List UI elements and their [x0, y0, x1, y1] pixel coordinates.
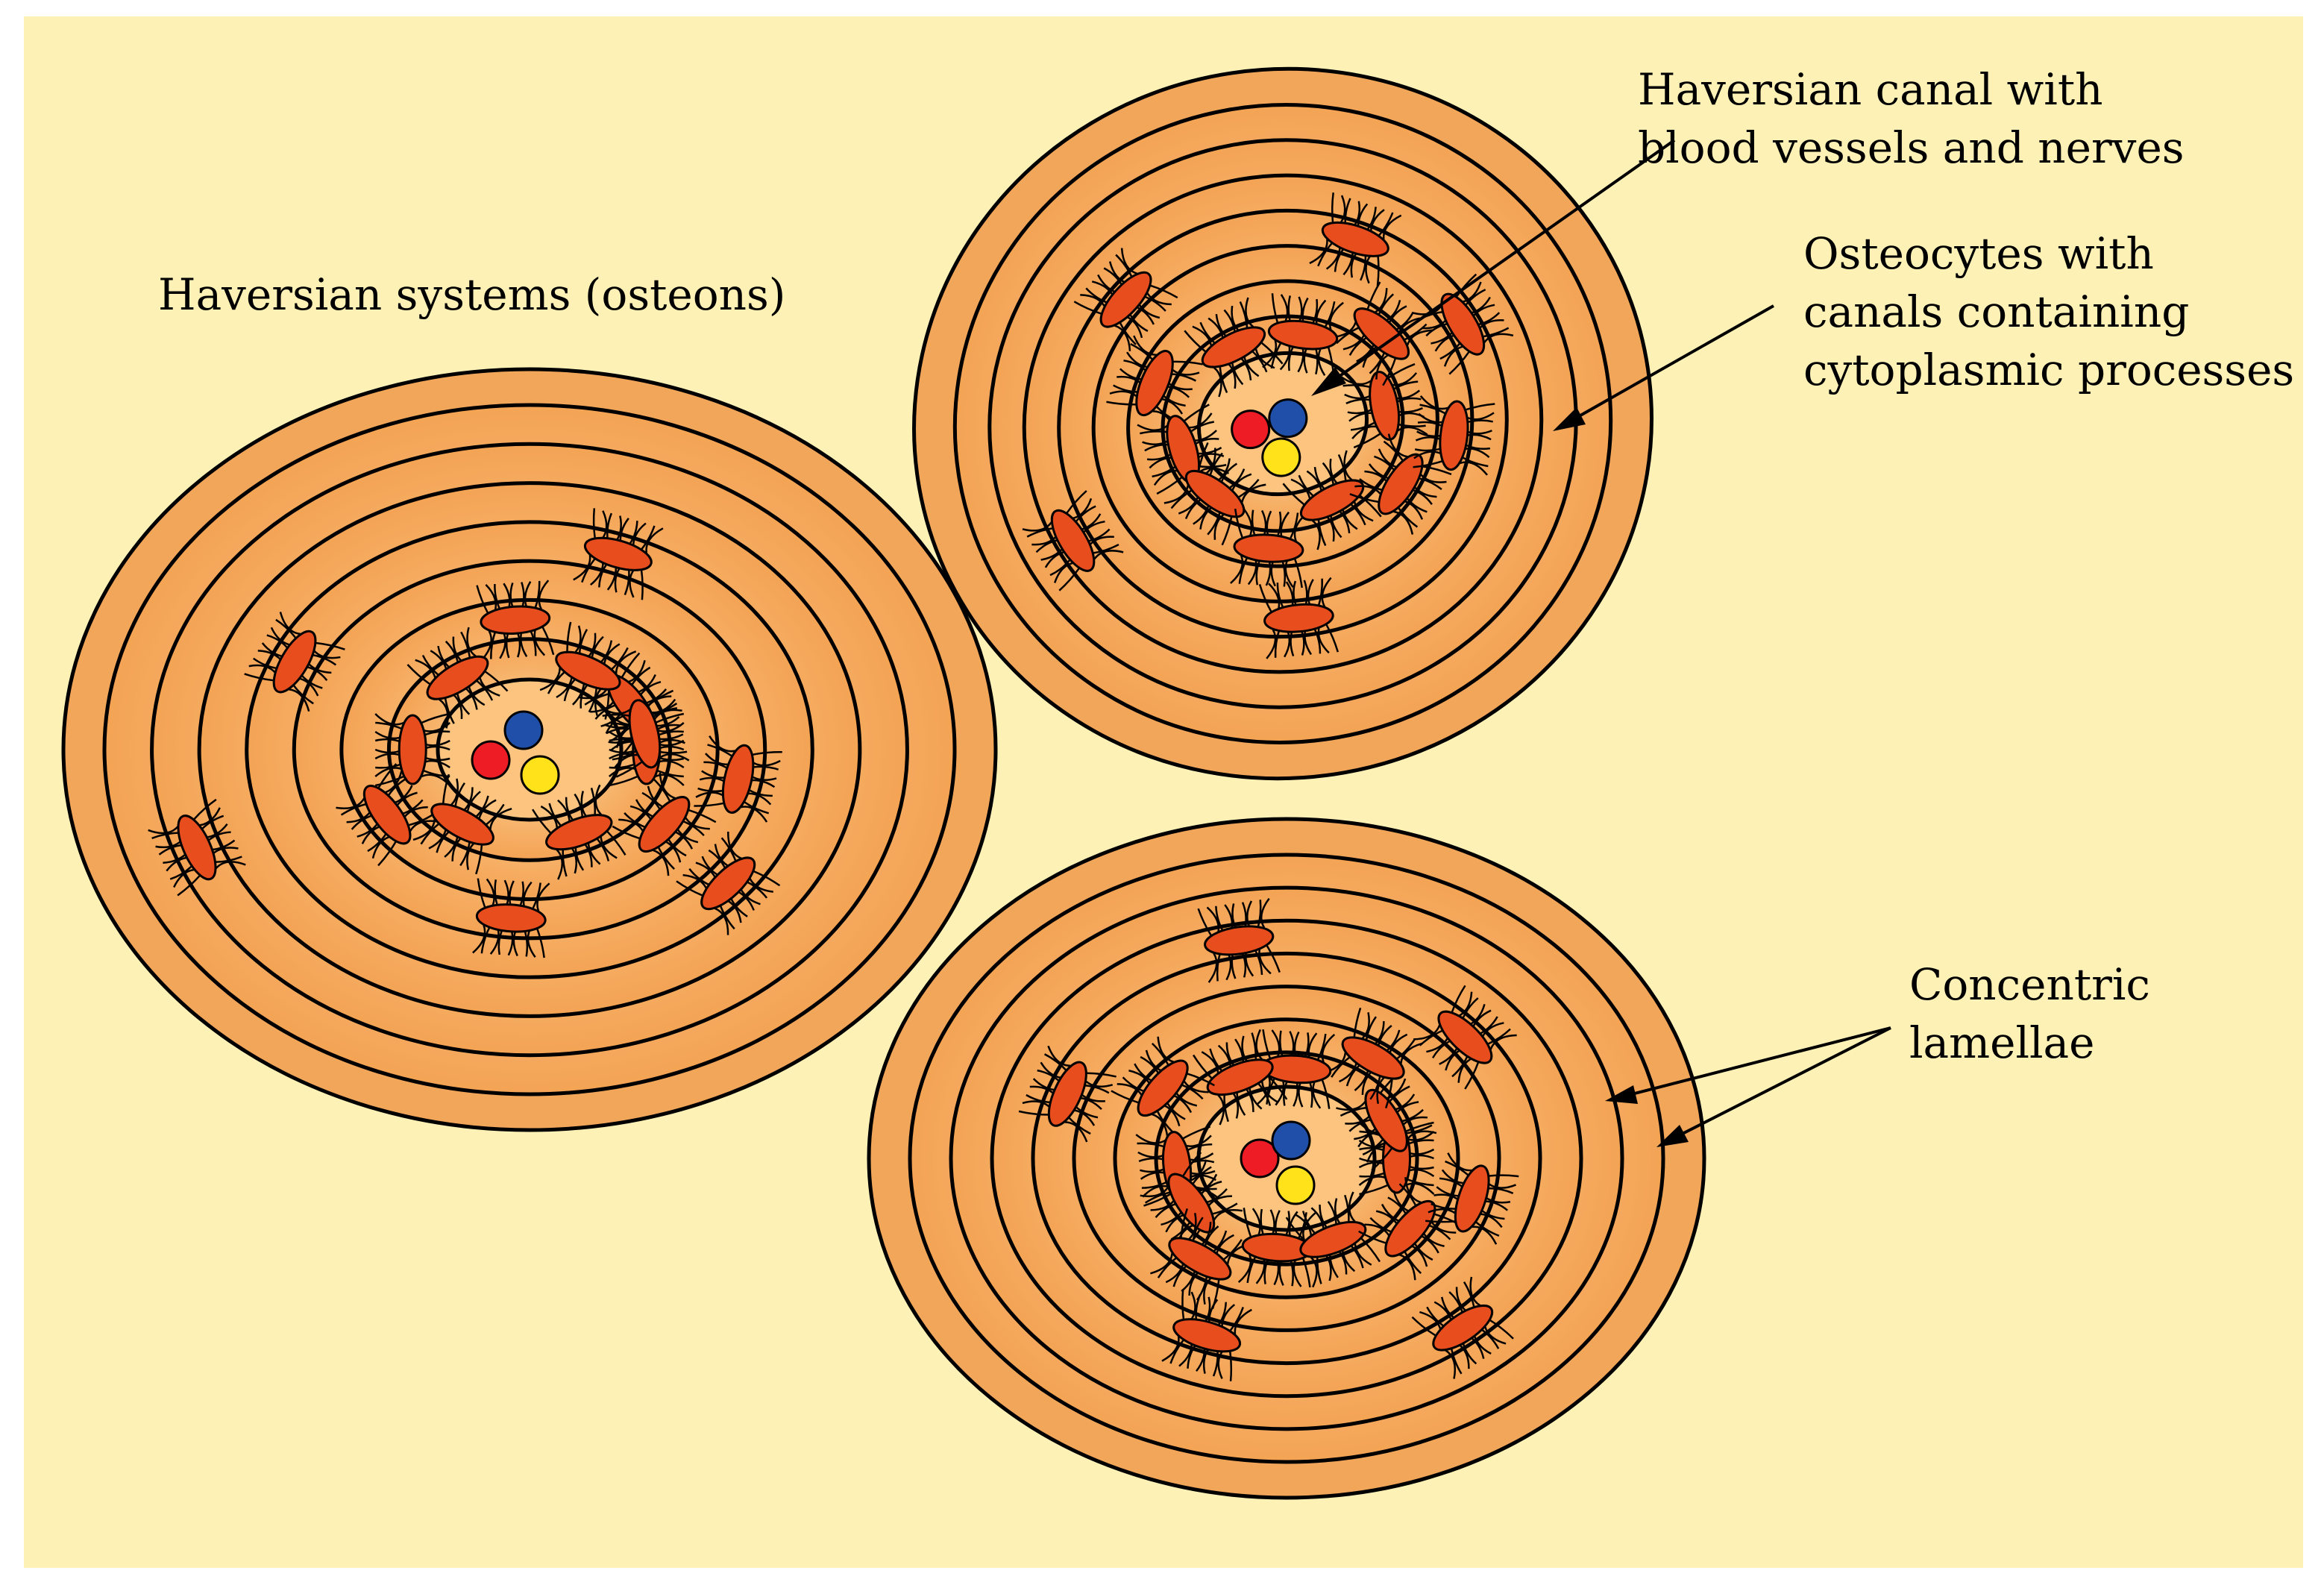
nerve-vessel	[1261, 437, 1301, 477]
osteocyte	[1309, 192, 1402, 286]
vein-vessel	[1268, 398, 1308, 439]
haversian-canal	[436, 677, 624, 822]
osteocyte	[1323, 1007, 1423, 1109]
osteocyte	[1285, 1191, 1381, 1288]
left-osteon	[61, 367, 998, 1132]
osteocyte	[1336, 1070, 1437, 1171]
artery-vessel	[471, 740, 511, 780]
osteocyte	[1258, 577, 1340, 659]
vein-vessel	[1271, 1120, 1311, 1161]
osteocytes-label-line-2: canals containing	[1803, 286, 2189, 337]
osteocyte	[148, 798, 246, 897]
canal-label-line-2: blood vessels and nerves	[1638, 122, 2185, 173]
diagram-title: Haversian systems (osteons)	[158, 269, 785, 320]
osteocyte	[1184, 297, 1284, 398]
lamellae-arrow-outer	[1667, 1026, 1891, 1143]
osteocyte	[1425, 1152, 1519, 1245]
osteocyte	[676, 831, 781, 935]
osteocyte	[336, 763, 439, 867]
osteocyte	[1192, 1029, 1288, 1126]
osteocyte	[476, 580, 555, 661]
upper-right-osteon	[912, 66, 1654, 781]
osteocytes-label-line-1: Osteocytes with	[1803, 228, 2154, 279]
lamellae-arrow-outer-head	[1656, 1125, 1689, 1147]
osteocyte	[406, 627, 509, 729]
canal-arrow	[1317, 139, 1676, 392]
osteocyte	[1237, 1208, 1316, 1288]
osteocyte	[694, 735, 782, 823]
osteocyte	[1330, 281, 1433, 386]
vein-vessel	[503, 710, 544, 750]
osteocyte	[573, 508, 664, 600]
osteocyte-arrow	[1563, 304, 1774, 427]
lamellae-label-line-2: lamellae	[1909, 1017, 2094, 1068]
osteocyte	[1197, 897, 1281, 983]
canal-arrow-head	[1311, 367, 1346, 396]
osteocyte	[1018, 1045, 1117, 1143]
osteocyte	[1163, 442, 1266, 546]
osteocyte-arrow-head	[1553, 407, 1586, 431]
osteocyte	[1349, 433, 1452, 535]
osteocyte	[374, 712, 451, 787]
osteocyte	[1412, 273, 1514, 375]
lamellae-arrow-inner	[1616, 1026, 1891, 1099]
nerve-vessel	[1275, 1165, 1316, 1205]
osteocyte	[1073, 248, 1178, 351]
lower-right-osteon	[867, 817, 1706, 1500]
osteocyte	[1411, 1276, 1514, 1379]
osteocyte	[244, 612, 345, 712]
osteocyte	[532, 784, 626, 880]
arrow-layer	[1311, 139, 1891, 1147]
osteocyte	[472, 878, 550, 958]
osteocyte	[1022, 490, 1124, 591]
osteocyte	[600, 689, 690, 778]
osteocytes-label-line-3: cytoplasmic processes	[1803, 345, 2294, 395]
artery-vessel	[1231, 409, 1271, 450]
lamellae-arrow-inner-head	[1605, 1085, 1638, 1104]
label-layer: Haversian systems (osteons) Haversian ca…	[158, 64, 2294, 1068]
osteocyte	[1111, 1036, 1215, 1140]
lamellae-label-line-1: Concentric	[1909, 959, 2150, 1010]
osteocyte	[1150, 1208, 1250, 1310]
canal-label-line-1: Haversian canal with	[1638, 64, 2103, 115]
osteocyte	[1230, 508, 1307, 589]
osteon-layer	[61, 66, 1706, 1500]
artery-vessel	[1240, 1138, 1280, 1179]
osteocyte	[1413, 395, 1495, 476]
osteocyte	[539, 621, 637, 720]
osteocyte	[612, 772, 717, 876]
osteocyte	[1413, 985, 1517, 1090]
nerve-vessel	[520, 755, 560, 795]
osteocyte	[412, 773, 512, 875]
osteocyte	[1161, 1289, 1252, 1381]
osteocyte	[1340, 363, 1428, 449]
